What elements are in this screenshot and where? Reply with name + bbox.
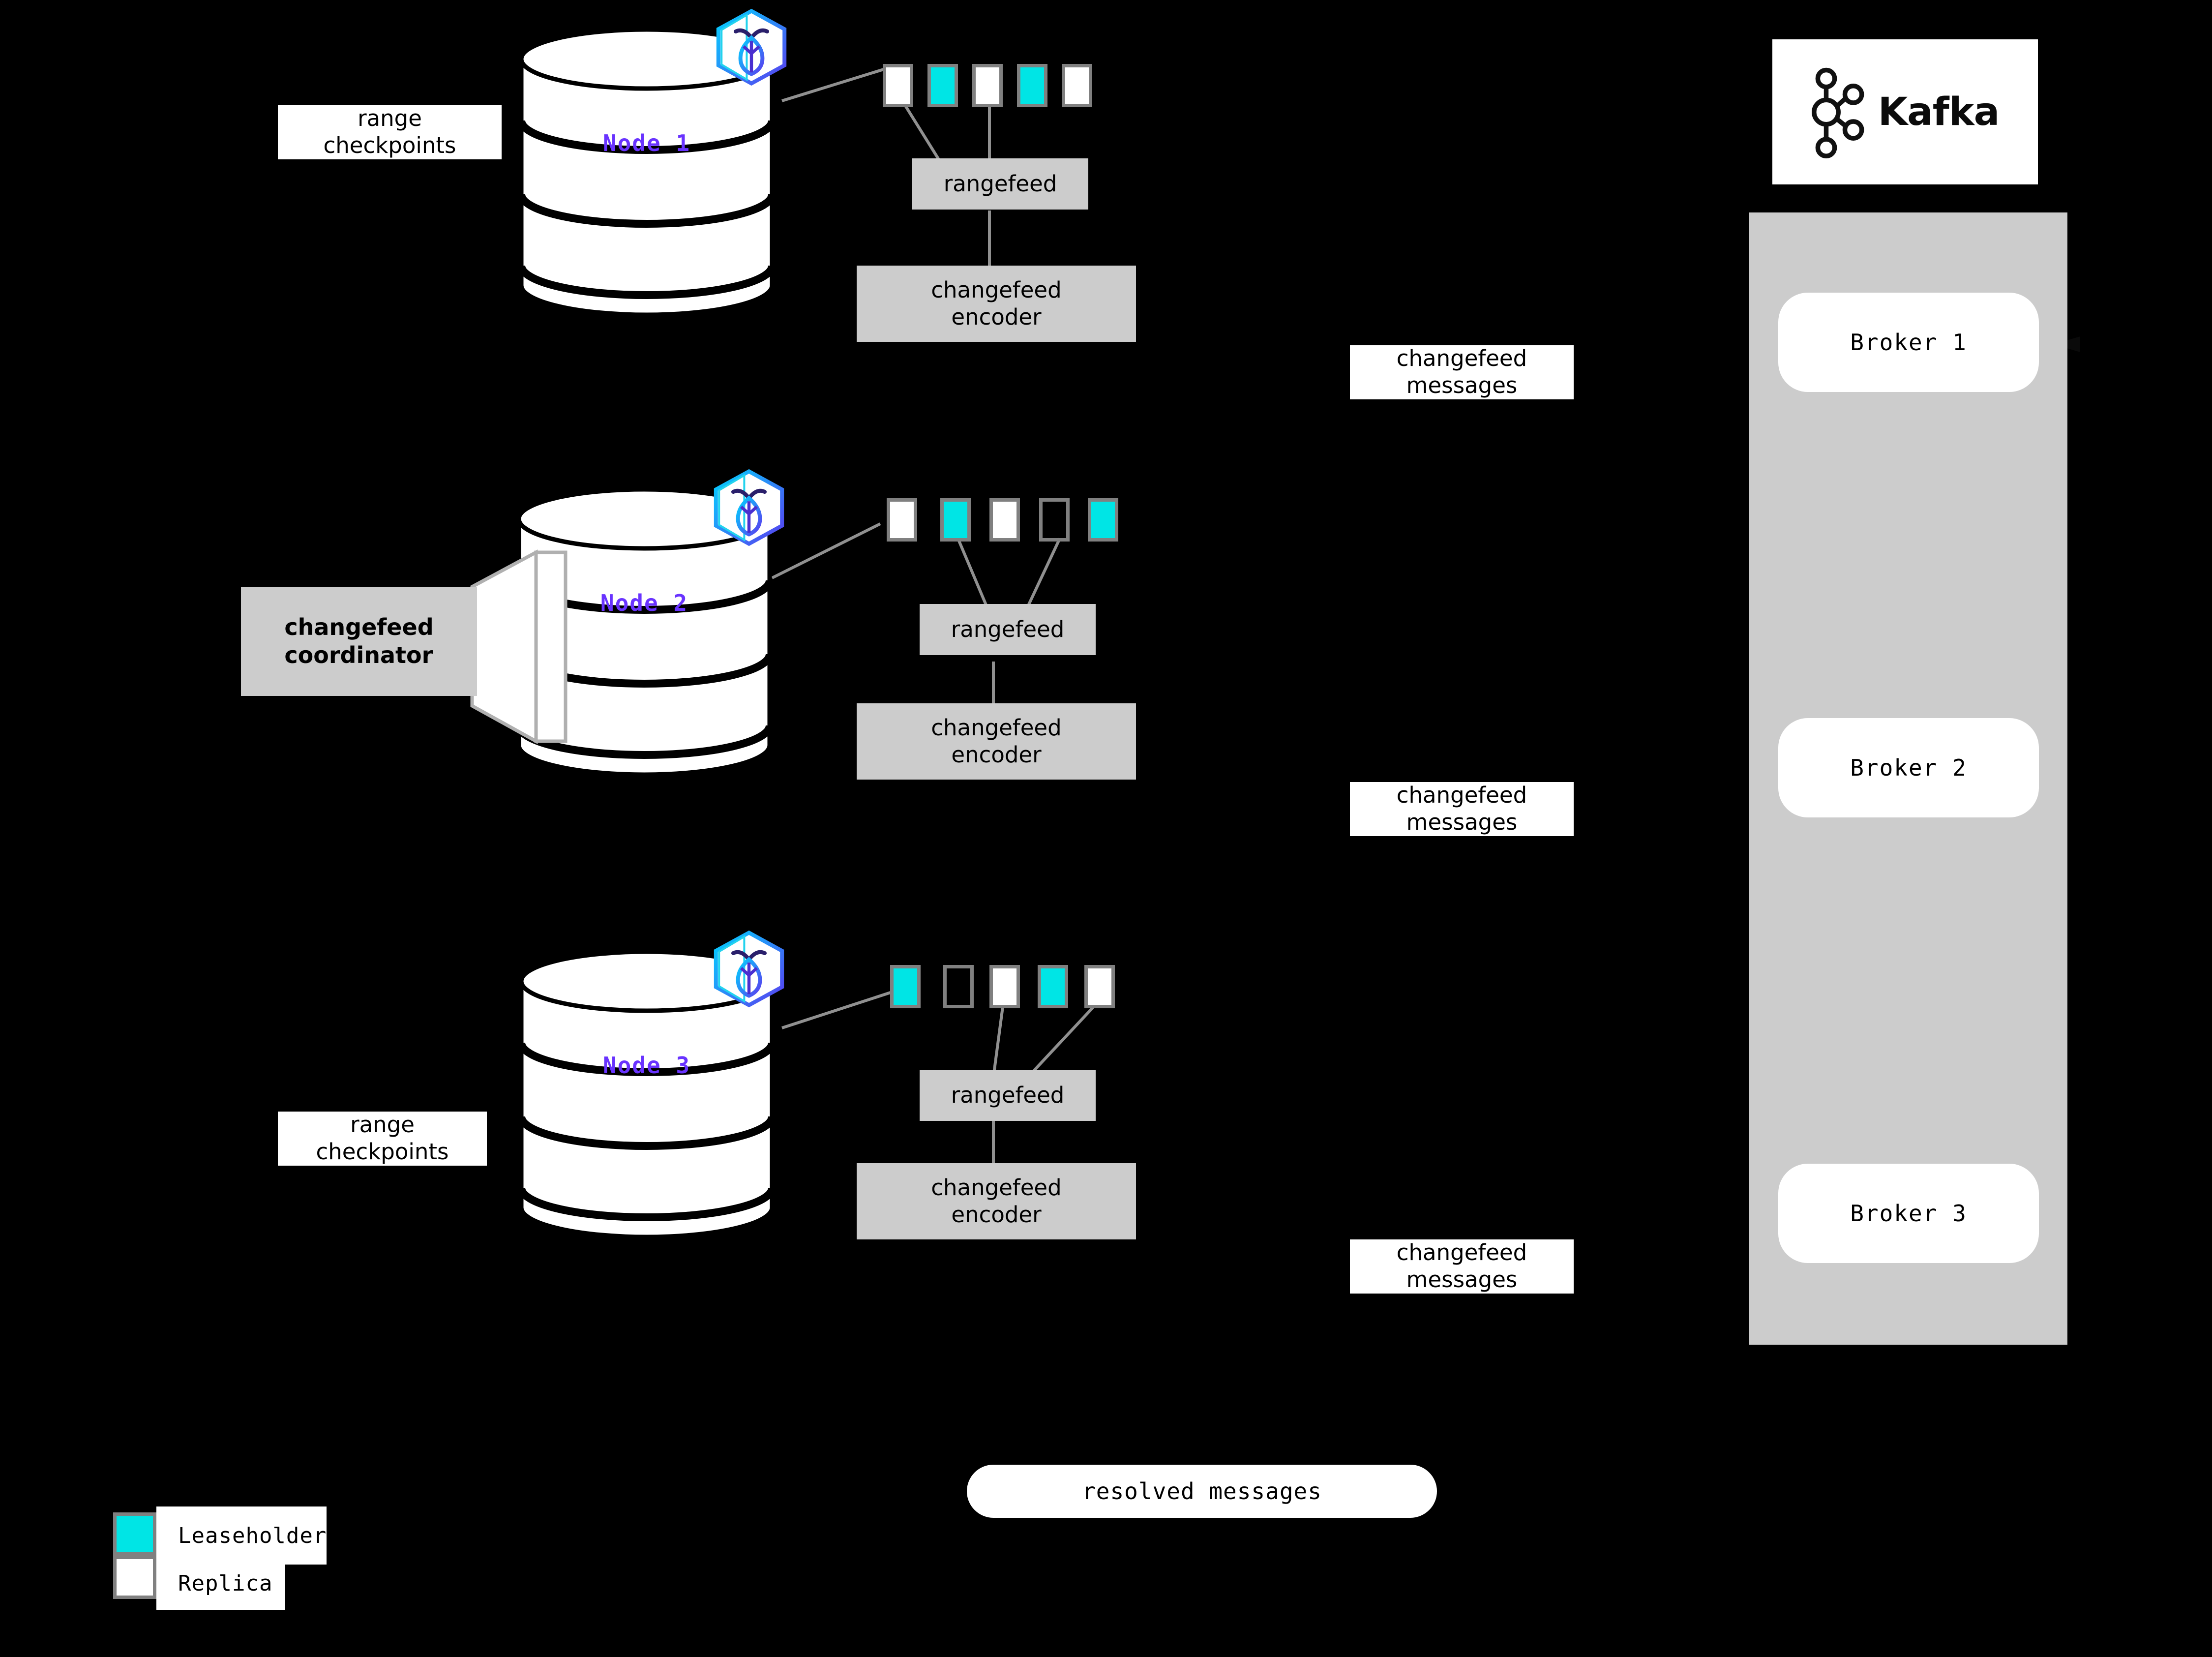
changefeed-encoder-box-1: changefeed encoder — [857, 266, 1136, 342]
changefeed-encoder-box-2: changefeed encoder — [857, 703, 1136, 780]
cockroachdb-logo-icon — [710, 468, 788, 547]
cockroachdb-logo-icon — [712, 8, 791, 87]
rangefeed-box-2: rangefeed — [920, 604, 1096, 655]
resolved-messages-pill: resolved messages — [967, 1465, 1437, 1518]
kafka-node-graph-icon — [1811, 65, 1869, 159]
changefeed-messages-label-1: changefeed messages — [1350, 345, 1574, 399]
changefeed-messages-label-3: changefeed messages — [1350, 1239, 1574, 1294]
kafka-logo-box: Kafka — [1772, 39, 2038, 184]
changefeed-encoder-box-3: changefeed encoder — [857, 1163, 1136, 1239]
rangefeed-box-1: rangefeed — [912, 158, 1088, 210]
broker-2[interactable]: Broker 2 — [1778, 718, 2039, 817]
node-3-label: Node 3 — [602, 1052, 691, 1079]
range-box — [989, 965, 1020, 1008]
range-box — [940, 498, 971, 542]
range-box — [1017, 64, 1047, 107]
node-1-label: Node 1 — [602, 130, 691, 156]
range-checkpoints-label-3: range checkpoints — [278, 1112, 487, 1166]
changefeed-messages-label-2: changefeed messages — [1350, 782, 1574, 836]
legend-swatch-leaseholder — [113, 1512, 156, 1556]
legend-swatch-replica — [113, 1556, 156, 1599]
range-box — [1039, 498, 1070, 542]
legend-label-replica: Replica — [156, 1557, 285, 1610]
node-2-label: Node 2 — [600, 590, 688, 616]
kafka-wordmark: Kafka — [1878, 90, 2000, 134]
node-2-cylinder: Node 2 — [514, 484, 775, 780]
range-box — [927, 64, 958, 107]
range-box — [1038, 965, 1068, 1008]
broker-1[interactable]: Broker 1 — [1778, 293, 2039, 392]
range-box — [1062, 64, 1092, 107]
range-box — [887, 498, 917, 542]
changefeed-coordinator-box: changefeed coordinator — [241, 587, 477, 696]
range-box — [1084, 965, 1115, 1008]
range-checkpoints-label-1: range checkpoints — [278, 105, 502, 159]
node-1-cylinder: Node 1 — [516, 25, 777, 320]
range-box — [972, 64, 1003, 107]
node-3-cylinder: Node 3 — [516, 947, 777, 1242]
broker-3[interactable]: Broker 3 — [1778, 1164, 2039, 1263]
rangefeed-box-3: rangefeed — [920, 1070, 1096, 1121]
legend: Leaseholder Replica — [113, 1506, 428, 1626]
changefeed-coordinator-callout: changefeed coordinator — [241, 543, 570, 750]
legend-label-leaseholder: Leaseholder — [156, 1506, 327, 1565]
range-box — [989, 498, 1020, 542]
range-box — [943, 965, 974, 1008]
range-box — [890, 965, 921, 1008]
range-box — [1088, 498, 1118, 542]
range-box — [883, 64, 913, 107]
cockroachdb-logo-icon — [710, 930, 788, 1008]
